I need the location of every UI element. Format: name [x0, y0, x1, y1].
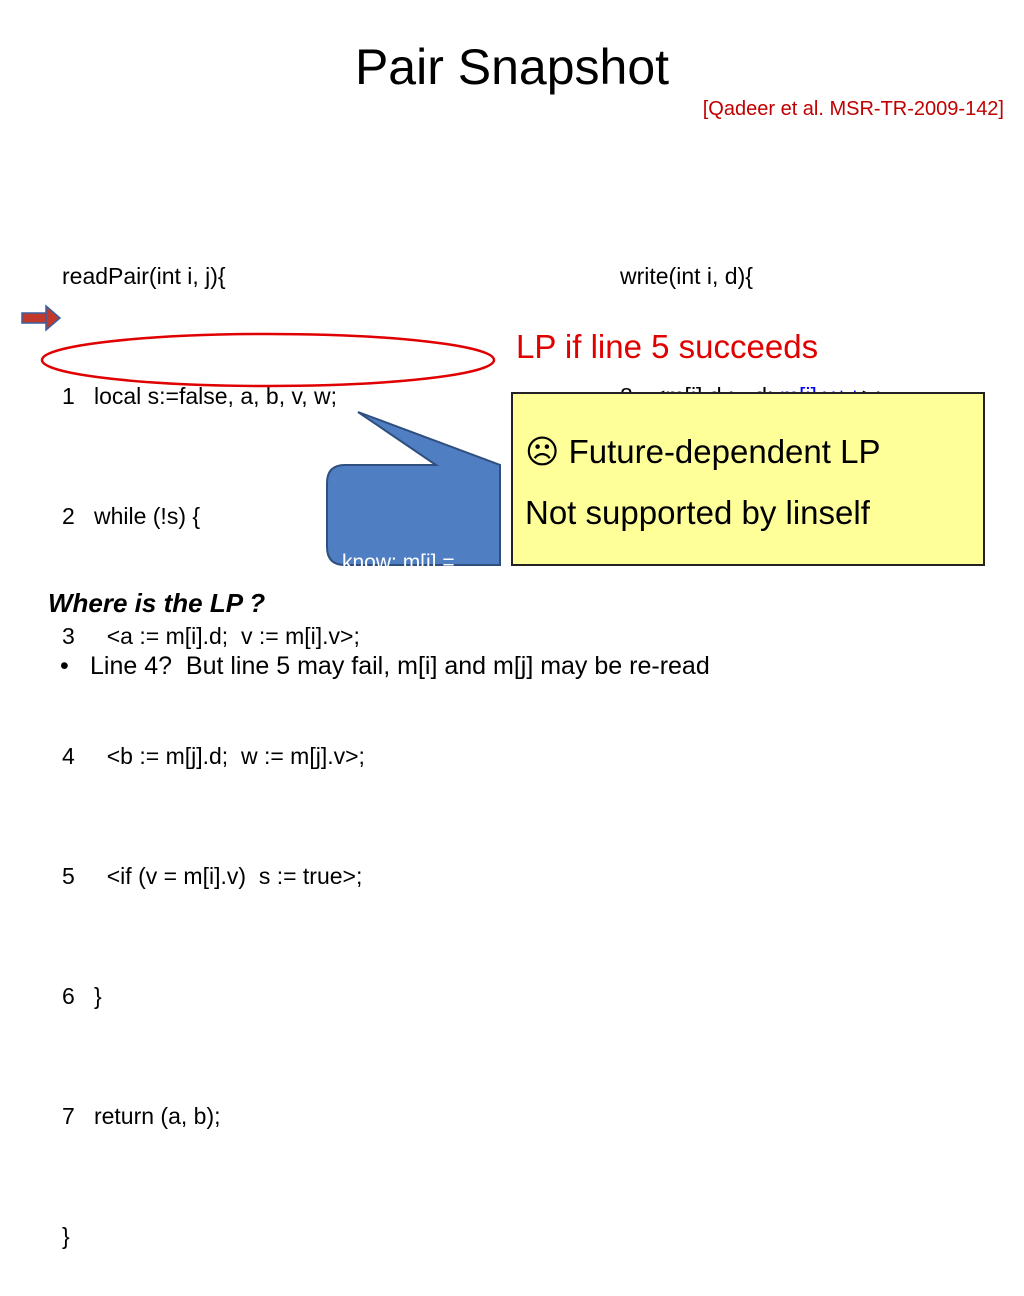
callout-text: know: m[i] = at line 4 — [330, 478, 520, 716]
citation: [Qadeer et al. MSR-TR-2009-142] — [702, 98, 1004, 120]
code-line: 2 while (!s) { — [62, 503, 201, 529]
code-line: write(int i, d){ — [620, 263, 753, 289]
code-line: 5 <if (v = m[i].v) s := true>; — [62, 863, 363, 889]
question-heading: Where is the LP ? — [48, 588, 266, 618]
code-line: 6 } — [62, 983, 102, 1009]
box-line: ☹ Future-dependent LP — [525, 433, 881, 470]
callout-line: know: m[i] = — [342, 551, 455, 574]
slide-title: Pair Snapshot — [354, 39, 670, 95]
lp-note: LP if line 5 succeeds — [516, 328, 819, 365]
code-line: 4 <b := m[j].d; w := m[j].v>; — [62, 743, 365, 769]
line-3-arrow-icon — [21, 304, 62, 332]
code-line: 1 local s:=false, a, b, v, w; — [62, 383, 338, 409]
bullet-dot-icon: • — [60, 652, 69, 680]
code-line: 7 return (a, b); — [62, 1103, 221, 1129]
code-line: readPair(int i, j){ — [62, 263, 226, 289]
callout-bubble — [326, 411, 501, 566]
future-dependent-box: ☹ Future-dependent LP Not supported by l… — [511, 392, 985, 566]
bullet-item: • Line 4? But line 5 may fail, m[i] and m… — [60, 652, 710, 681]
code-line: } — [62, 1223, 70, 1249]
line-4-ellipse — [40, 332, 496, 388]
bullet-text: Line 4? But line 5 may fail, m[i] and m[… — [90, 652, 710, 680]
code-line: 3 <a := m[i].d; v := m[i].v>; — [62, 623, 360, 649]
annotation-layer — [21, 304, 501, 566]
callout-line: at line 4 — [402, 653, 476, 676]
box-line: Not supported by linself — [525, 494, 870, 531]
